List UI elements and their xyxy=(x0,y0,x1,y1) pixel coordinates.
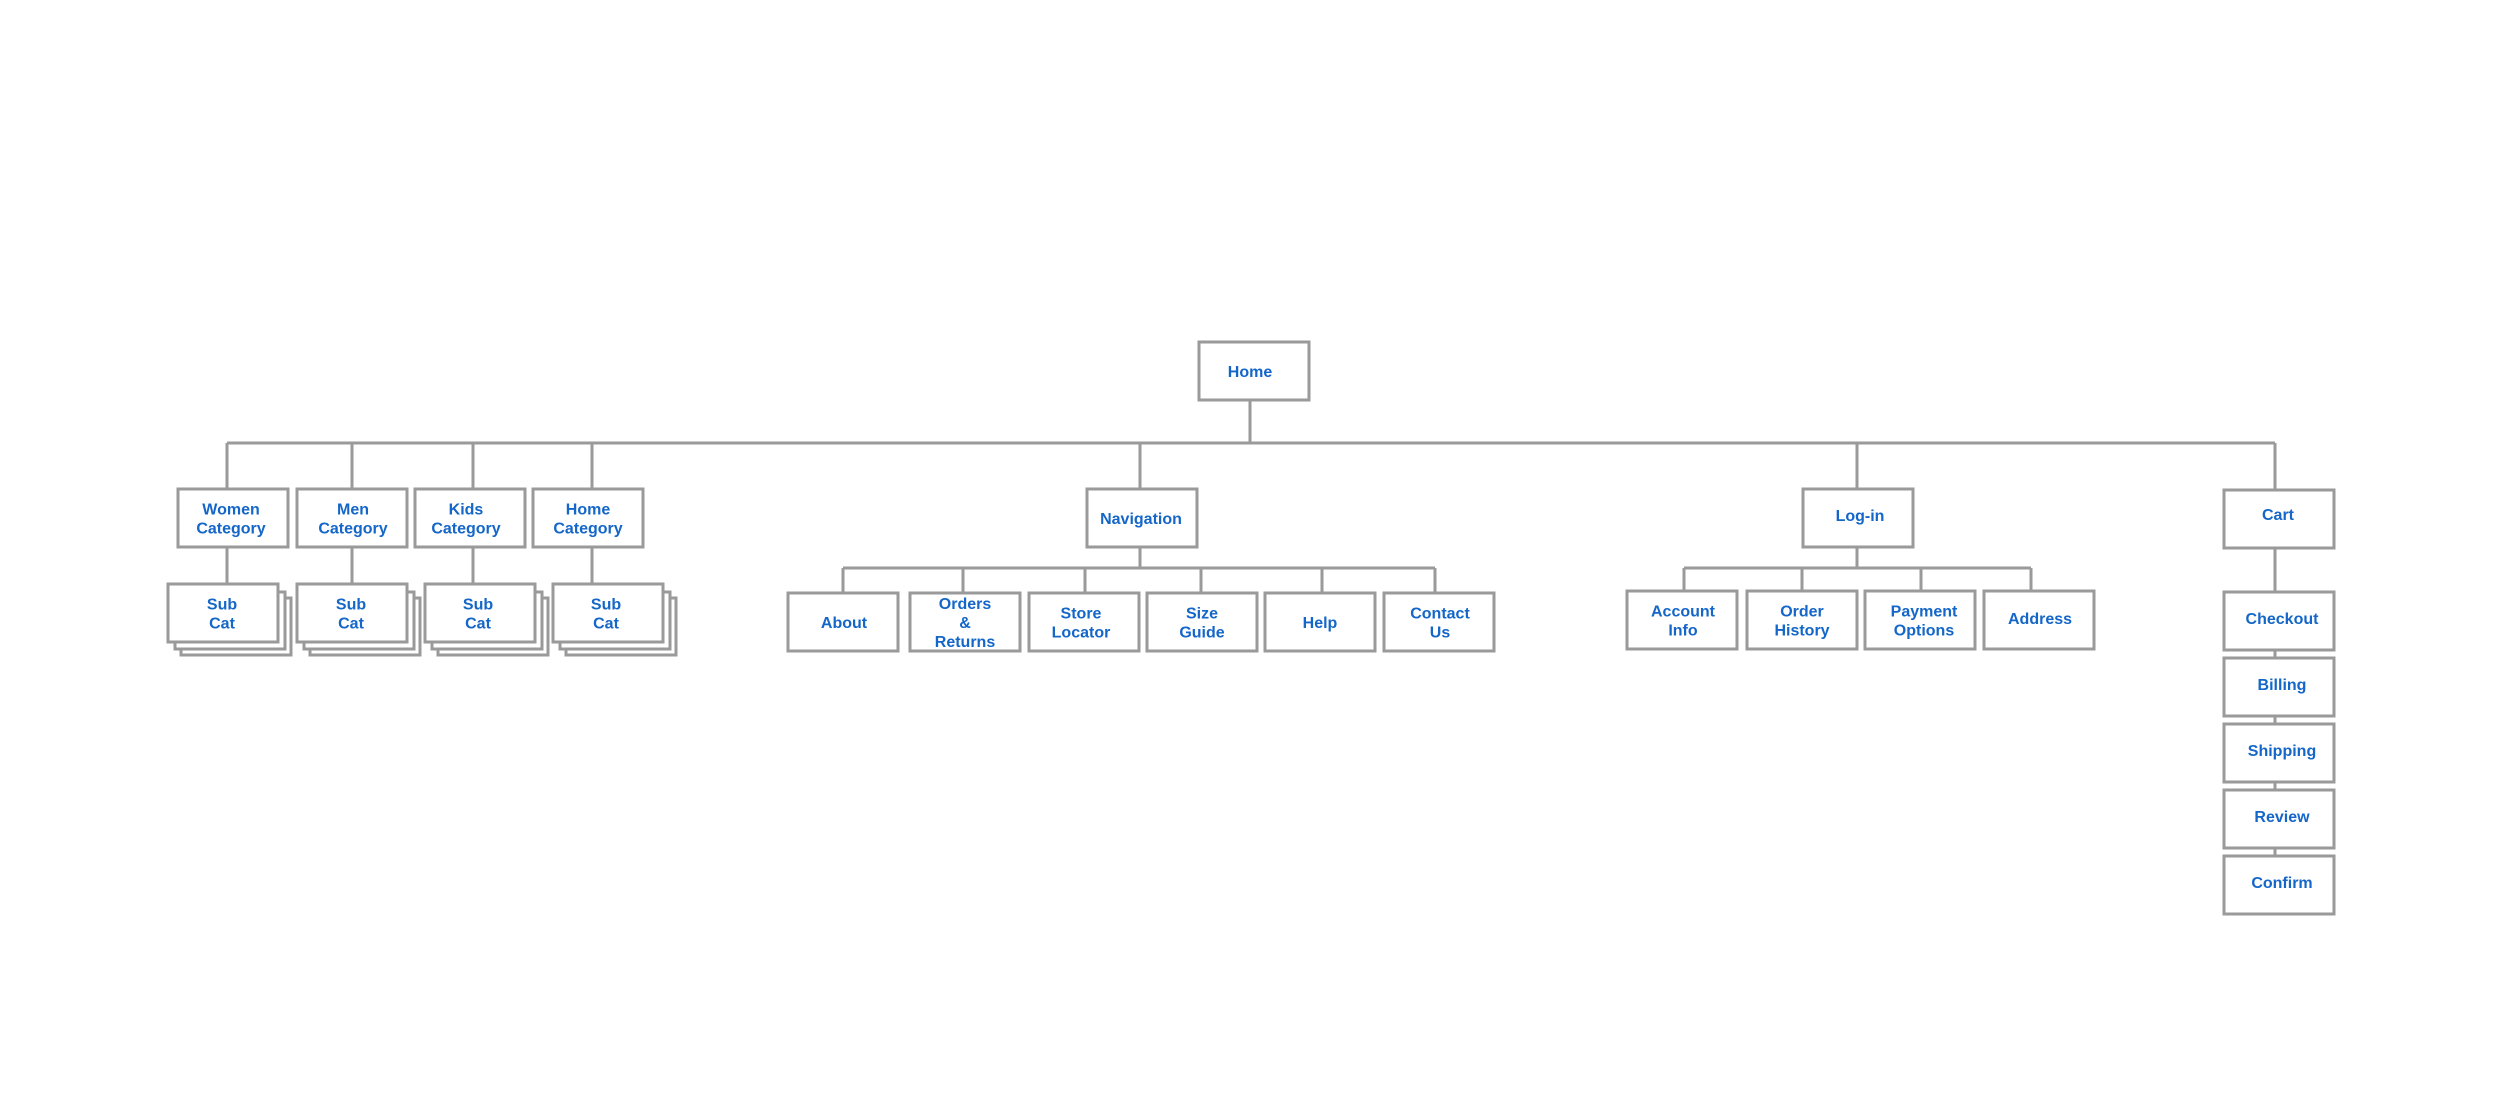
home-node[interactable]: Home xyxy=(1197,340,1311,402)
about-label: About xyxy=(821,615,868,632)
navigation-label: Navigation xyxy=(1100,511,1182,528)
address-label: Address xyxy=(2008,611,2072,628)
navigation-node[interactable]: Navigation xyxy=(1085,487,1199,549)
billing-node[interactable]: Billing xyxy=(2222,656,2336,718)
billing-label: Billing xyxy=(2258,677,2307,694)
shipping-label: Shipping xyxy=(2248,743,2316,760)
help-label: Help xyxy=(1303,615,1338,632)
checkout-node[interactable]: Checkout xyxy=(2222,590,2336,652)
address-node[interactable]: Address xyxy=(1982,589,2096,651)
review-node[interactable]: Review xyxy=(2222,788,2336,850)
confirm-node[interactable]: Confirm xyxy=(2222,854,2336,916)
about-node[interactable]: About xyxy=(786,591,900,653)
orders-returns-node[interactable]: Orders&Returns xyxy=(908,591,1022,653)
review-label: Review xyxy=(2254,809,2310,826)
cart-label: Cart xyxy=(2262,507,2295,524)
confirm-label: Confirm xyxy=(2251,875,2312,892)
orders-returns-label: Orders&Returns xyxy=(935,596,996,651)
cart-node[interactable]: Cart xyxy=(2222,488,2336,550)
shipping-node[interactable]: Shipping xyxy=(2222,722,2336,784)
log-in-node[interactable]: Log-in xyxy=(1801,487,1915,549)
checkout-label: Checkout xyxy=(2246,611,2320,628)
log-in-label: Log-in xyxy=(1836,508,1885,525)
help-node[interactable]: Help xyxy=(1263,591,1377,653)
connectors xyxy=(225,400,2277,860)
home-label: Home xyxy=(1228,364,1273,381)
